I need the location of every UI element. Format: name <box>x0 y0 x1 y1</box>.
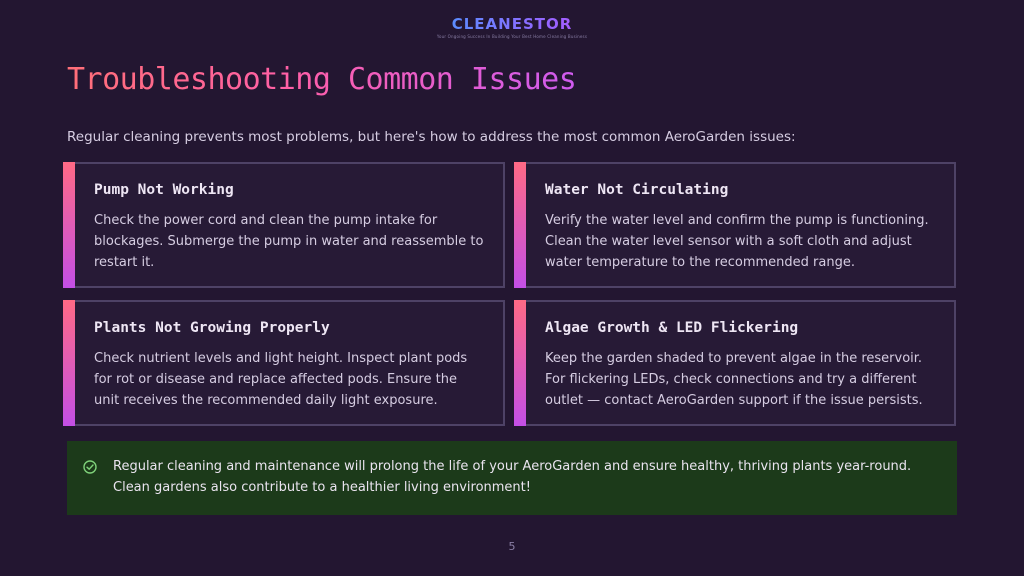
card-title: Plants Not Growing Properly <box>94 320 330 336</box>
card-body: Check the power cord and clean the pump … <box>94 213 484 270</box>
card-body: Verify the water level and confirm the p… <box>545 213 929 270</box>
card-title: Pump Not Working <box>94 182 234 198</box>
issue-card-plants: Plants Not Growing Properly Check nutrie… <box>63 300 505 426</box>
card-accent-bar <box>63 162 75 288</box>
maintenance-note: Regular cleaning and maintenance will pr… <box>67 441 957 515</box>
issue-card-pump: Pump Not Working Check the power cord an… <box>63 162 505 288</box>
card-accent-bar <box>63 300 75 426</box>
card-body: Keep the garden shaded to prevent algae … <box>545 351 923 408</box>
slide-title: Troubleshooting Common Issues <box>67 62 577 97</box>
logo: CLEANESTOR Your Ongoing Success In Build… <box>0 14 1024 39</box>
check-circle-icon <box>83 460 97 474</box>
page-number: 5 <box>508 540 516 553</box>
card-accent-bar <box>514 162 526 288</box>
intro-text: Regular cleaning prevents most problems,… <box>67 129 796 145</box>
card-accent-bar <box>514 300 526 426</box>
logo-text: CLEANESTOR <box>451 15 573 33</box>
issue-card-water: Water Not Circulating Verify the water l… <box>514 162 956 288</box>
note-text: Regular cleaning and maintenance will pr… <box>113 459 912 495</box>
logo-tagline: Your Ongoing Success In Building Your Be… <box>436 34 588 39</box>
card-title: Water Not Circulating <box>545 182 729 198</box>
issue-card-algae-led: Algae Growth & LED Flickering Keep the g… <box>514 300 956 426</box>
card-body: Check nutrient levels and light height. … <box>94 351 468 408</box>
card-title: Algae Growth & LED Flickering <box>545 320 799 336</box>
